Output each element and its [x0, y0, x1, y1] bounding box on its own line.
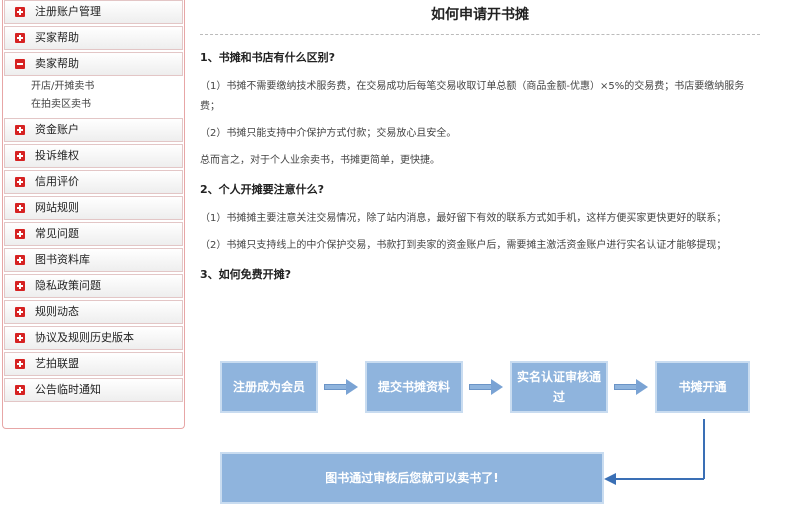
expand-icon [15, 7, 25, 17]
sidebar-item-0[interactable]: 注册账户管理 [4, 0, 183, 24]
answer-1-para-1: （1）书摊不需要缴纳技术服务费，在交易成功后每笔交易收取订单总额（商品金额-优惠… [200, 81, 745, 112]
expand-icon [15, 333, 25, 343]
sidebar-item-label: 卖家帮助 [35, 57, 79, 70]
submenu-link[interactable]: 开店/开摊卖书 [31, 81, 95, 92]
sidebar-item-label: 公告临时通知 [35, 383, 101, 396]
expand-icon [15, 255, 25, 265]
sidebar-item-label: 网站规则 [35, 201, 79, 214]
sidebar-item-2[interactable]: 卖家帮助 [4, 52, 183, 76]
flow-arrow-1 [324, 379, 358, 395]
sidebar-item-5[interactable]: 信用评价 [4, 170, 183, 194]
sidebar-item-label: 常见问题 [35, 227, 79, 240]
sidebar-item-label: 隐私政策问题 [35, 279, 101, 292]
expand-icon [15, 359, 25, 369]
expand-icon [15, 125, 25, 135]
flow-step-register: 注册成为会员 [220, 361, 318, 413]
submenu-link[interactable]: 在拍卖区卖书 [31, 99, 91, 110]
open-stall-flowchart: 注册成为会员 提交书摊资料 实名认证审核通过 书摊开通 图书通过审核后您就可以卖… [200, 351, 760, 511]
sidebar-item-label: 注册账户管理 [35, 5, 101, 18]
flow-step-open: 书摊开通 [655, 361, 750, 413]
sidebar-item-label: 投诉维权 [35, 149, 79, 162]
flow-final: 图书通过审核后您就可以卖书了! [220, 452, 604, 504]
question-1: 1、书摊和书店有什么区别? [200, 51, 336, 64]
sidebar-item-4[interactable]: 投诉维权 [4, 144, 183, 168]
help-sidebar: 注册账户管理买家帮助卖家帮助开店/开摊卖书在拍卖区卖书资金账户投诉维权信用评价网… [2, 0, 185, 429]
answer-2-para-2: （2）书摊只支持线上的中介保护交易，书款打到卖家的资金账户后，需要摊主激活资金账… [200, 240, 727, 251]
answer-1-para-3: 总而言之，对于个人业余卖书，书摊更简单，更快捷。 [200, 155, 440, 166]
sidebar-item-12[interactable]: 艺拍联盟 [4, 352, 183, 376]
sidebar-item-label: 买家帮助 [35, 31, 79, 44]
sidebar-item-1[interactable]: 买家帮助 [4, 26, 183, 50]
sidebar-item-11[interactable]: 协议及规则历史版本 [4, 326, 183, 350]
expand-icon [15, 281, 25, 291]
sidebar-item-label: 规则动态 [35, 305, 79, 318]
article: 如何申请开书摊 1、书摊和书店有什么区别? （1）书摊不需要缴纳技术服务费，在交… [200, 0, 760, 519]
sidebar-item-3[interactable]: 资金账户 [4, 118, 183, 142]
sidebar-item-label: 协议及规则历史版本 [35, 331, 134, 344]
sidebar-item-label: 资金账户 [35, 123, 79, 136]
expand-icon [15, 385, 25, 395]
question-2: 2、个人开摊要注意什么? [200, 183, 325, 196]
flow-step-submit: 提交书摊资料 [365, 361, 463, 413]
sidebar-item-9[interactable]: 隐私政策问题 [4, 274, 183, 298]
expand-icon [15, 33, 25, 43]
sidebar-item-label: 艺拍联盟 [35, 357, 79, 370]
answer-2-para-1: （1）书摊摊主要注意关注交易情况，除了站内消息，最好留下有效的联系方式如手机，这… [200, 213, 727, 224]
sidebar-item-13[interactable]: 公告临时通知 [4, 378, 183, 402]
flow-arrow-3 [614, 379, 648, 395]
question-3: 3、如何免费开摊? [200, 268, 292, 281]
flow-step-verify: 实名认证审核通过 [510, 361, 608, 413]
sidebar-item-8[interactable]: 图书资料库 [4, 248, 183, 272]
page-title: 如何申请开书摊 [200, 4, 760, 35]
expand-icon [15, 177, 25, 187]
expand-icon [15, 307, 25, 317]
answer-1-para-2: （2）书摊只能支持中介保护方式付款；交易放心且安全。 [200, 128, 457, 139]
expand-icon [15, 229, 25, 239]
submenu: 开店/开摊卖书在拍卖区卖书 [3, 78, 184, 114]
sidebar-item-7[interactable]: 常见问题 [4, 222, 183, 246]
sidebar-item-label: 图书资料库 [35, 253, 90, 266]
sidebar-item-label: 信用评价 [35, 175, 79, 188]
flow-connector [604, 419, 705, 485]
expand-icon [15, 151, 25, 161]
flow-arrow-2 [469, 379, 503, 395]
collapse-icon [15, 59, 25, 69]
expand-icon [15, 203, 25, 213]
sidebar-item-6[interactable]: 网站规则 [4, 196, 183, 220]
sidebar-item-10[interactable]: 规则动态 [4, 300, 183, 324]
